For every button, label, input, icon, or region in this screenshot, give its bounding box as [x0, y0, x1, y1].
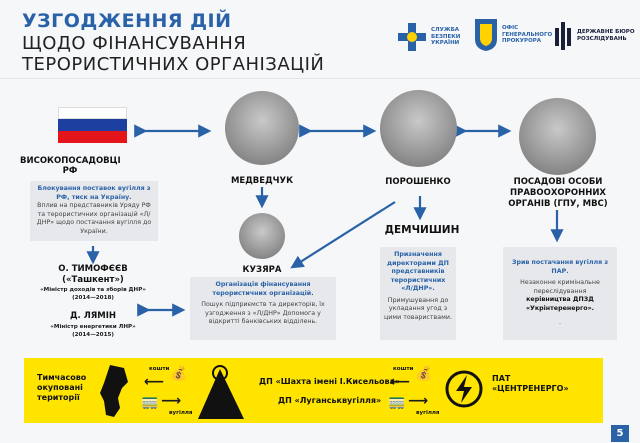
rf-officials-label: ВИСОКОПОСАДОВЦІ РФ [20, 156, 121, 176]
logo-text: РОЗСЛІДУВАНЬ [577, 36, 627, 42]
dbr-emblem-icon [555, 22, 571, 50]
demchyshyn-info-box: Призначення директорами ДП представників… [380, 247, 456, 340]
kuzyara-info-box: Організація фінансування терористичних о… [190, 277, 336, 340]
poroshenko-label: ПОРОШЕНКО [385, 177, 451, 187]
logo-text: ОФІС [502, 25, 519, 32]
lyamin-name: Д. ЛЯМІН [69, 311, 117, 321]
demchyshyn-label: ДЕМЧИШИН [384, 224, 460, 236]
box-title: Зрив постачання вугілля з ПАР. [511, 259, 609, 275]
coal-flow-band: Тимчасово окуповані території кошти ⟵ 💰 … [24, 358, 603, 423]
money-bag-icon: 💰 [415, 366, 433, 382]
lyamin-role: «Міністр енергетики ЛНР»(2014—2015) [50, 324, 136, 338]
arrow-left-icon: ⟵ [390, 374, 411, 390]
mine-icon [198, 365, 244, 419]
money-label: кошти [149, 366, 170, 372]
page-number: 5 [611, 425, 629, 442]
logo-text: ДЕРЖАВНЕ БЮРО [577, 29, 635, 36]
poroshenko-photo [380, 90, 457, 167]
arrow-right-icon: ⟶ [408, 393, 429, 409]
coal-label: вугілля [169, 410, 193, 416]
box-title: Блокування поставок вугілля з РФ, тиск н… [37, 185, 151, 201]
logo-text: ПРОКУРОРА [502, 38, 542, 45]
money-bag-icon: 💰 [170, 366, 188, 382]
coal-wagon-icon: 🚃 [141, 394, 159, 410]
box-text: Вплив на представників Уряду РФ та терор… [36, 202, 152, 235]
kuzyara-photo [239, 213, 285, 259]
logo-text: СЛУЖБА [431, 27, 460, 34]
divider [0, 78, 640, 79]
box-dot: . [558, 319, 561, 326]
officials-silhouettes-photo [519, 98, 596, 175]
mine-name-2: ДП «Луганськвугілля» [278, 396, 382, 405]
officials-label: ПОСАДОВІ ОСОБИ ПРАВООХОРОННИХ ОРГАНІВ (Г… [508, 177, 608, 210]
arrow-left-icon: ⟵ [144, 374, 165, 390]
mine-name-1: ДП «Шахта імені І.Кисельова» [259, 377, 401, 386]
kuzyara-label: КУЗЯРА [242, 265, 282, 275]
coal-wagon-icon: 🚃 [388, 394, 406, 410]
money-label: кошти [393, 366, 414, 372]
officials-info-box: Зрив постачання вугілля з ПАР. Незаконне… [503, 247, 617, 340]
company-label: ПАТ «ЦЕНТРЕНЕРГО» [492, 374, 569, 394]
title-line2: ЩОДО ФІНАНСУВАННЯ [22, 33, 247, 54]
logo-text: БЕЗПЕКИ [431, 33, 461, 40]
medvedchuk-photo [225, 91, 299, 165]
box-title: Призначення директорами ДП представників… [387, 251, 449, 292]
logo-text: УКРАЇНИ [431, 40, 460, 47]
box-bold-text: керівництва ДПЗД «Укрінтеренерго». [525, 296, 595, 312]
lightning-logo-icon [445, 370, 483, 408]
coal-label: вугілля [416, 410, 440, 416]
box-text: Незаконне кримінальне переслідування [520, 279, 600, 295]
ogp-emblem-icon [475, 19, 497, 51]
title-line1: УЗГОДЖЕННЯ ДІЙ [22, 10, 232, 32]
timofeev-role: «Міністр доходів та зборів ДНР»(2014—201… [40, 287, 146, 301]
sbu-emblem-icon [398, 23, 426, 51]
russia-flag [58, 107, 127, 143]
title-line3: ТЕРОРИСТИЧНИХ ОРГАНІЗАЦІЙ [22, 54, 325, 75]
map-icon [100, 365, 128, 417]
box-title: Організація фінансування терористичних о… [212, 281, 314, 297]
timofeev-name: О. ТИМОФЄЄВ(«Ташкент») [58, 264, 128, 286]
logo-text: ГЕНЕРАЛЬНОГО [502, 31, 553, 38]
box-text: Пошук підприємств та директорів, їх узго… [201, 301, 325, 325]
box-text: Примушування до укладання угод з цими то… [384, 296, 452, 321]
arrow-right-icon: ⟶ [161, 393, 182, 409]
medvedchuk-label: МЕДВЕДЧУК [230, 176, 294, 186]
rf-info-box: Блокування поставок вугілля з РФ, тиск н… [30, 181, 158, 241]
arrow-poroshenko-kuzyara [290, 201, 396, 269]
territories-label: Тимчасово окуповані території [37, 373, 87, 402]
